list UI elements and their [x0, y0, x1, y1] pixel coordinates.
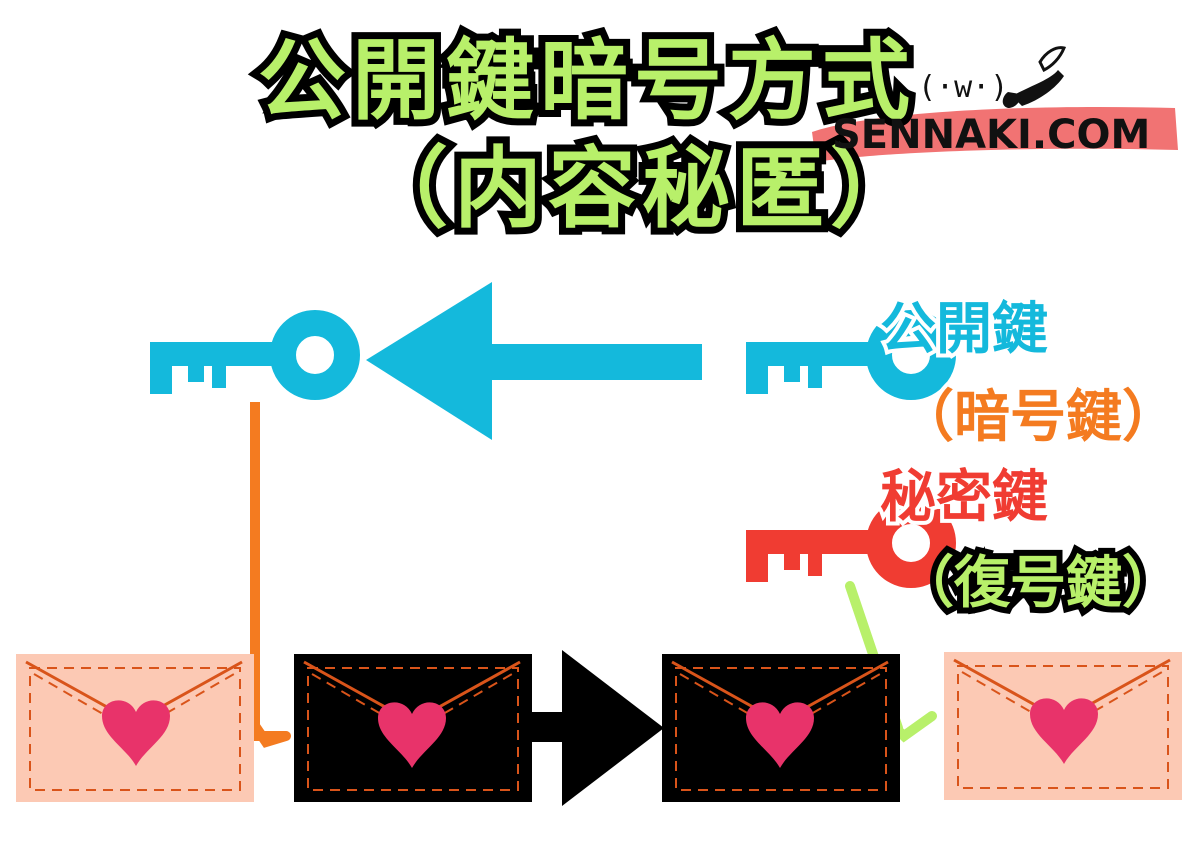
received-envelope-icon	[662, 654, 900, 802]
brand-logo: SENNAKI.COM	[832, 112, 1151, 158]
encrypted-envelope-icon	[294, 654, 532, 802]
plain-envelope-icon	[16, 654, 254, 802]
page-subtitle: （内容秘匿）	[353, 130, 925, 247]
arrow-left-icon	[366, 282, 702, 440]
brush-icon	[1002, 46, 1067, 108]
encryption-key-label: （暗号鍵）	[894, 381, 1182, 454]
mascot-face: (·w·)	[918, 70, 1009, 105]
brand-highlight	[812, 107, 1178, 162]
public-key-label: 公開鍵	[876, 293, 1052, 366]
page-title: 公開鍵暗号方式	[251, 22, 917, 139]
secret-key-label: 秘密鍵	[876, 461, 1052, 534]
decryption-key-label: （復号鍵）	[892, 545, 1184, 622]
decrypted-envelope-icon	[944, 652, 1182, 800]
received-public-key-icon	[150, 323, 347, 394]
arrow-right-icon	[530, 650, 664, 806]
